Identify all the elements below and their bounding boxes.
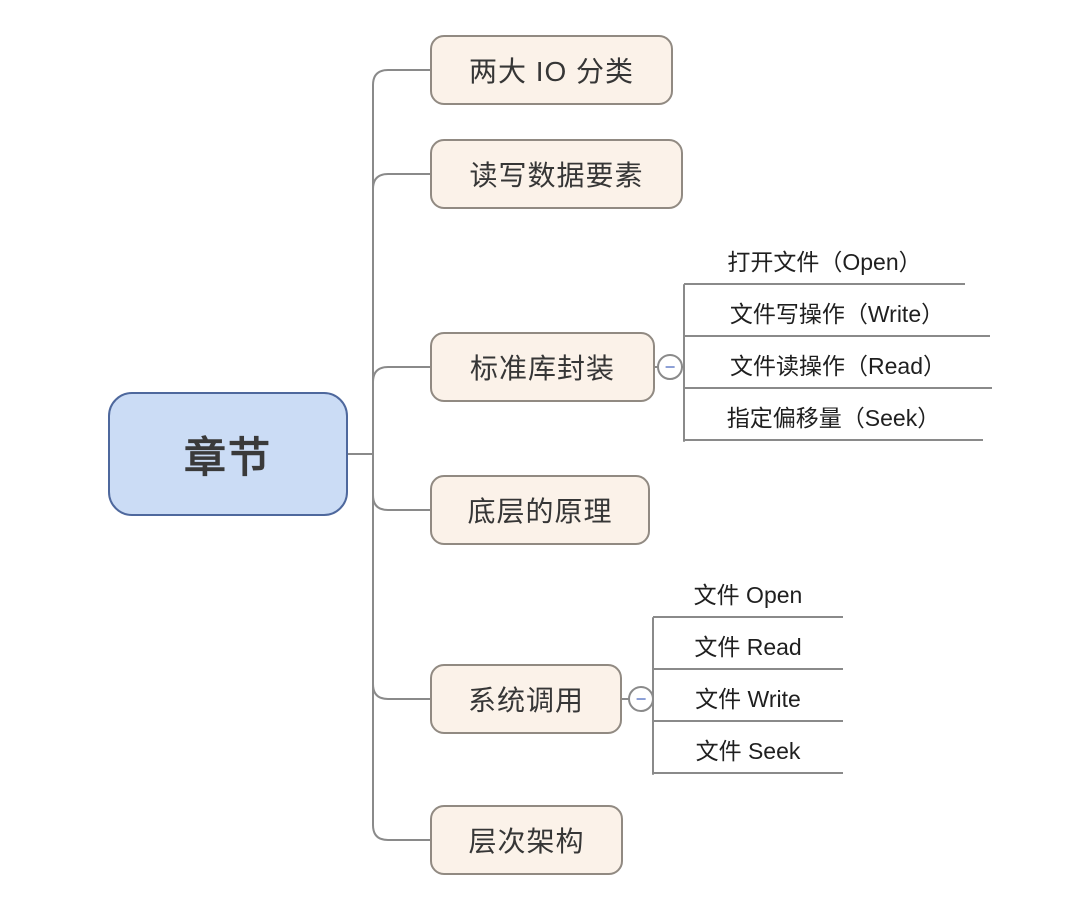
topic-label: 系统调用 [467, 685, 584, 716]
topic-two-io-categories[interactable]: 两大 IO 分类 [430, 35, 673, 105]
root-topic-label: 章节 [183, 433, 272, 481]
subtopic-file-read[interactable]: 文件读操作（Read） [684, 345, 992, 389]
root-topic[interactable]: 章节 [108, 392, 348, 516]
topic-label: 读写数据要素 [469, 160, 644, 191]
collapse-button-system-call[interactable]: − [628, 686, 654, 712]
topic-read-write-data-elements[interactable]: 读写数据要素 [430, 139, 683, 209]
subtopic-open-file[interactable]: 打开文件（Open） [684, 241, 965, 285]
topic-label: 标准库封装 [469, 353, 615, 384]
minus-icon: − [635, 689, 647, 709]
topic-label: 层次架构 [468, 826, 585, 857]
subtopic-file-read-syscall[interactable]: 文件 Read [653, 626, 843, 670]
topic-standard-library-wrapper[interactable]: 标准库封装 [430, 332, 655, 402]
subtopic-file-write-syscall[interactable]: 文件 Write [653, 678, 843, 722]
topic-label: 两大 IO 分类 [468, 56, 635, 87]
topic-label: 底层的原理 [467, 496, 613, 527]
subtopic-file-open-syscall[interactable]: 文件 Open [653, 574, 843, 618]
topic-system-call[interactable]: 系统调用 [430, 664, 622, 734]
subtopic-file-write[interactable]: 文件写操作（Write） [684, 293, 990, 337]
topic-layered-architecture[interactable]: 层次架构 [430, 805, 623, 875]
subtopic-seek-offset[interactable]: 指定偏移量（Seek） [684, 397, 983, 441]
topic-underlying-principle[interactable]: 底层的原理 [430, 475, 650, 545]
minus-icon: − [664, 357, 676, 377]
collapse-button-standard-library[interactable]: − [657, 354, 683, 380]
subtopic-file-seek-syscall[interactable]: 文件 Seek [653, 730, 843, 774]
